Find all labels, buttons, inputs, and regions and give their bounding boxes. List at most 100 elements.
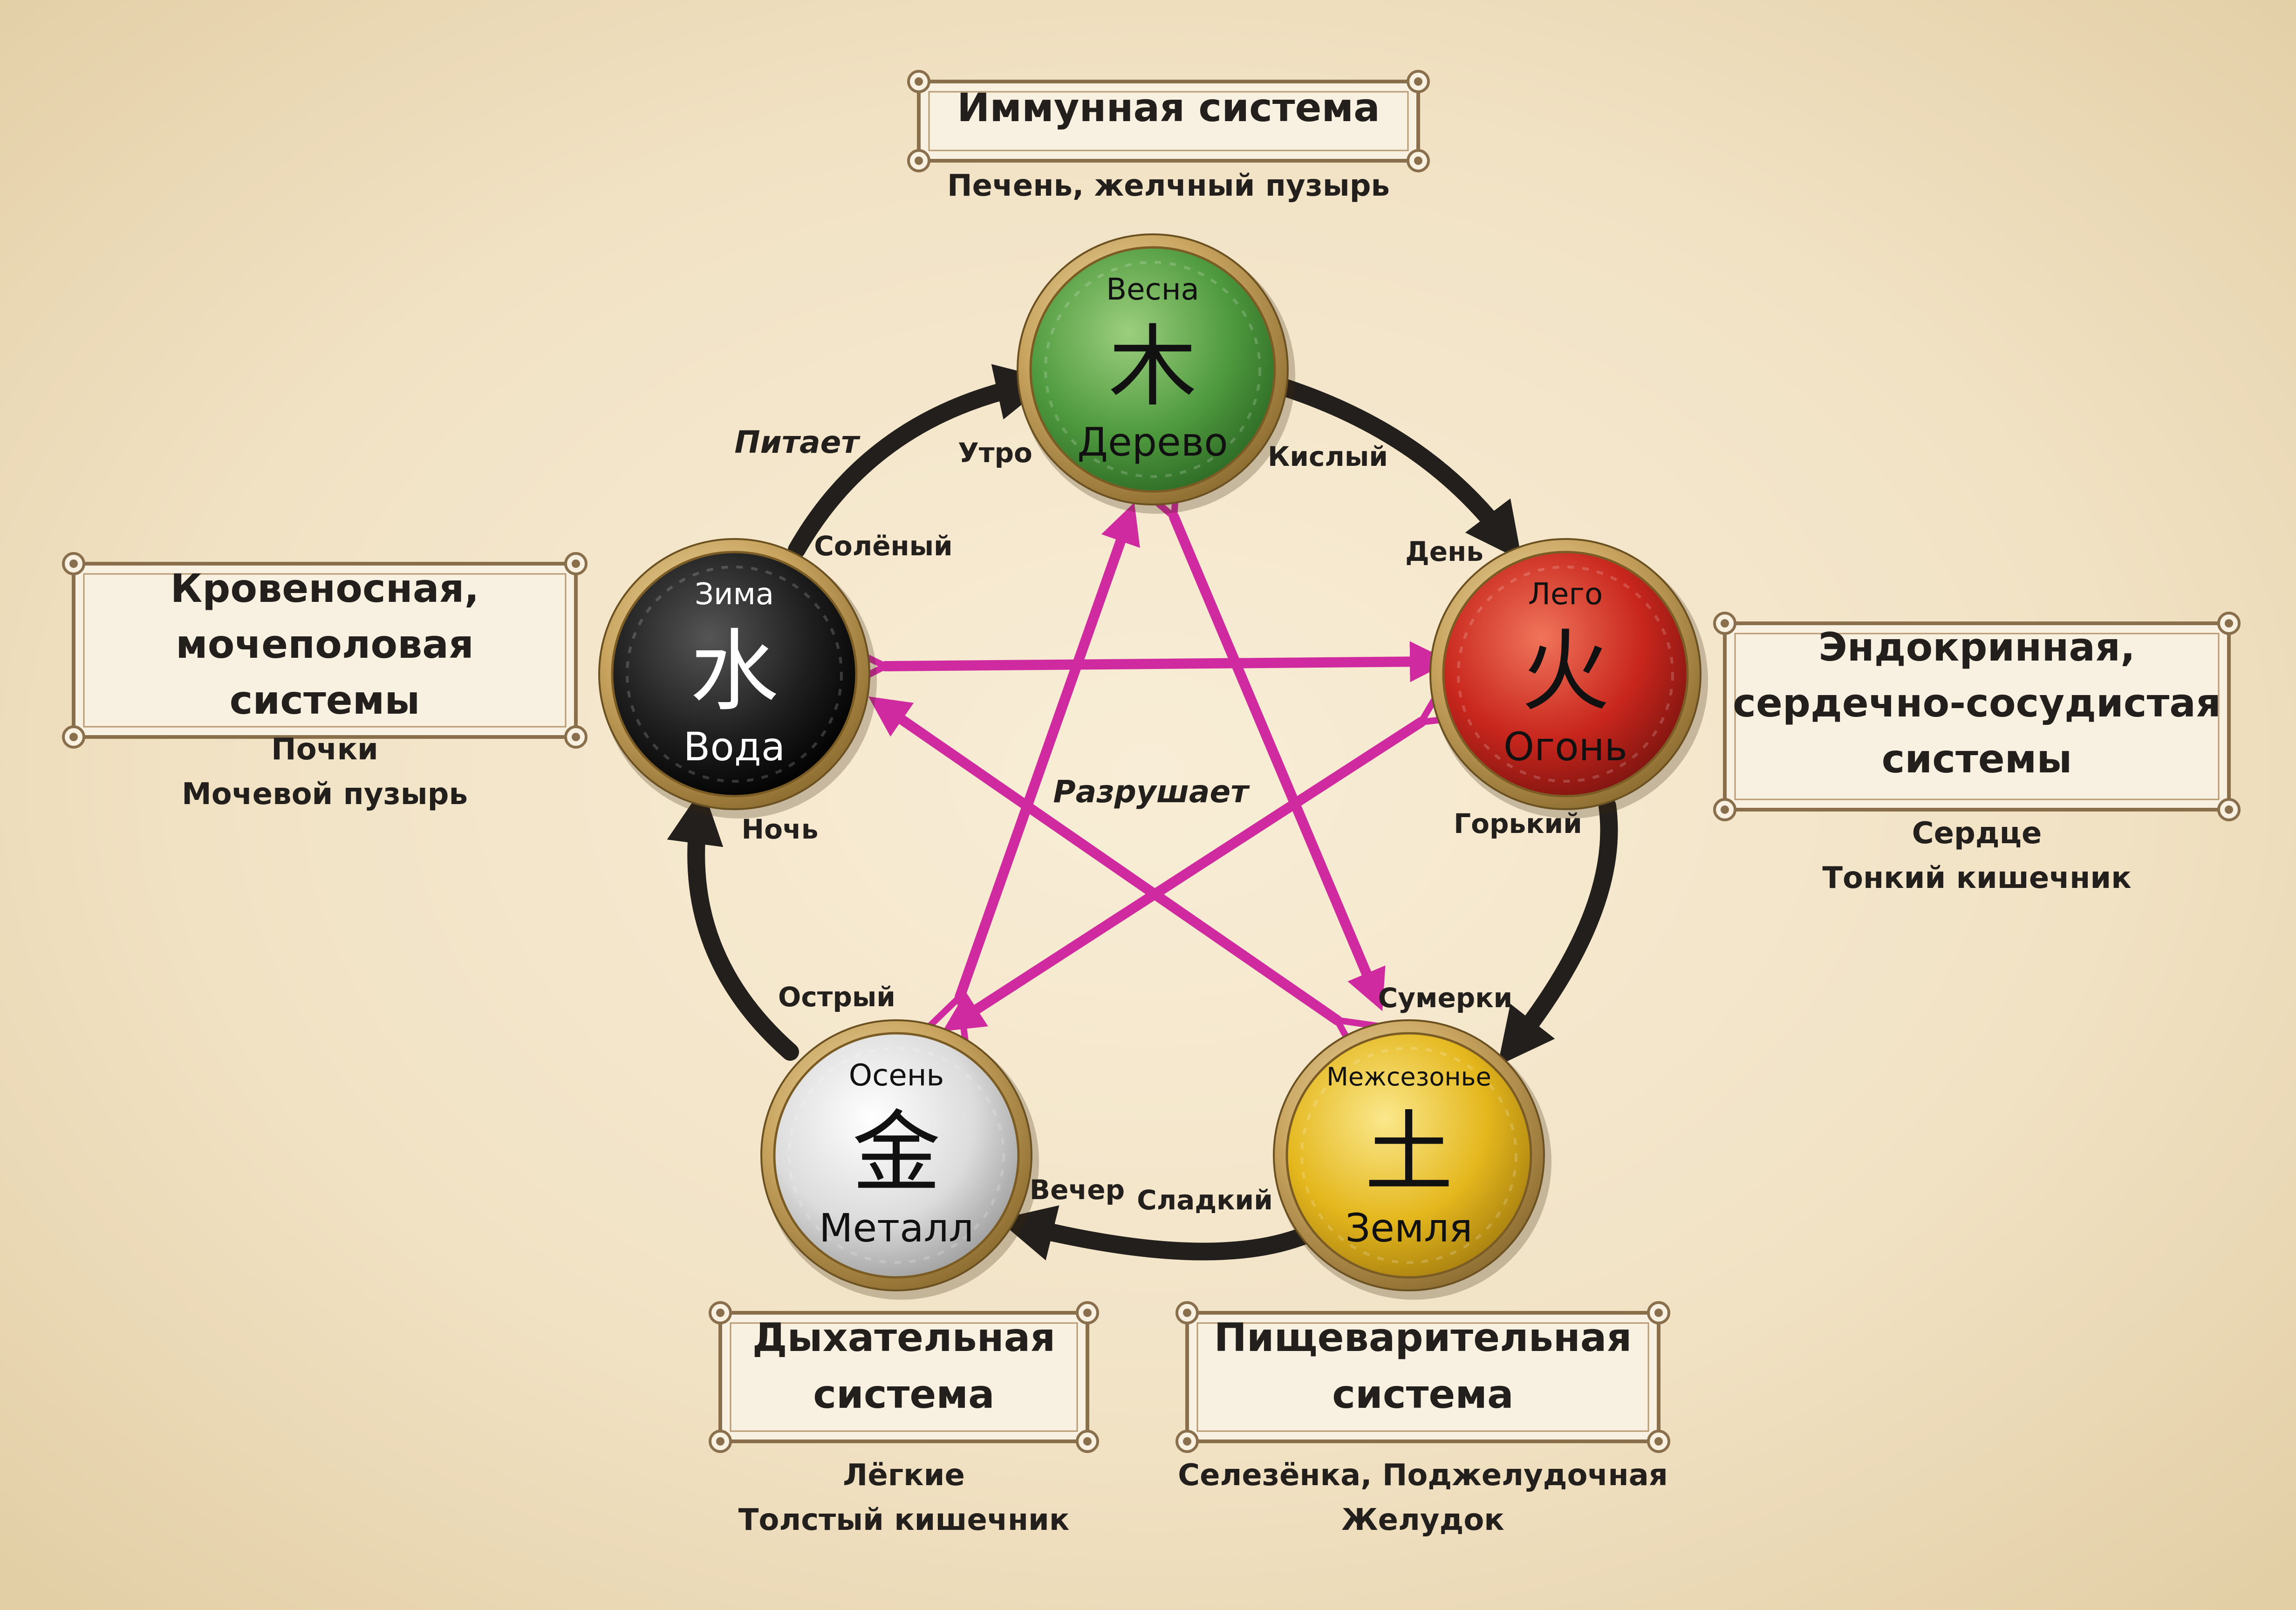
organs-line: Тонкий кишечник — [1822, 861, 2131, 895]
generating-arrow-metal-to-water — [667, 787, 799, 1061]
element-disc — [773, 1032, 1020, 1279]
system-title-line: системы — [230, 677, 420, 723]
ornament-dot-icon — [1721, 805, 1729, 814]
taste-label-water: Солёный — [814, 530, 952, 562]
ornament-ring-icon — [788, 1047, 1005, 1264]
ornament-ring-icon — [626, 566, 843, 783]
ornament-dot-icon — [2225, 619, 2233, 628]
system-box-inner-frame — [83, 573, 567, 728]
ornament-dot-icon — [69, 733, 78, 741]
element-hanzi: 木 — [1108, 315, 1197, 418]
system-box-frame — [917, 80, 1420, 163]
element-hanzi: 火 — [1521, 620, 1610, 723]
system-title-line: Кровеносная, — [171, 566, 479, 611]
generating-arrow-wood-to-fire — [1273, 378, 1522, 561]
ornament-ring-icon — [1044, 261, 1261, 478]
time-label-earth: Сумерки — [1378, 982, 1513, 1014]
ornament-dot-icon — [915, 77, 923, 86]
taste-label-fire: Горький — [1454, 808, 1582, 839]
destroying-cycle-label: Разрушает — [1053, 774, 1250, 810]
ornament-dot-icon — [1083, 1437, 1092, 1446]
taste-label-earth: Сладкий — [1137, 1184, 1273, 1216]
system-box-inner-frame — [928, 91, 1409, 151]
organs-line: Толстый кишечник — [738, 1503, 1070, 1537]
generating-arrow-water-to-wood — [788, 364, 1053, 559]
ornament-dot-icon — [1183, 1437, 1191, 1446]
generating-arrow-fire-to-earth — [1497, 797, 1618, 1066]
ornament-dot-icon — [1183, 1309, 1191, 1317]
ornament-dot-icon — [716, 1309, 724, 1317]
system-title-line: мочеполовая — [176, 621, 474, 667]
organs-line: Сердце — [1912, 816, 2042, 851]
generating-cycle-arrows — [667, 364, 1618, 1261]
element-season: Весна — [1106, 273, 1199, 307]
ornament-ring-icon — [1457, 566, 1674, 783]
system-title-line: Пищеварительная — [1214, 1315, 1632, 1360]
organs-line: Желудок — [1341, 1503, 1504, 1537]
organs-line: Почки — [271, 732, 378, 767]
destroying-arrow-fire-to-metal — [943, 717, 1426, 1031]
ornament-dot-icon — [1721, 619, 1729, 628]
ornament-dot-icon — [2225, 805, 2233, 814]
ornament-dot-icon — [572, 559, 580, 568]
system-box-frame — [1723, 621, 2231, 812]
ornament-dot-icon — [1083, 1309, 1092, 1317]
organs-line: Селезёнка, Поджелудочная — [1178, 1458, 1668, 1493]
taste-label-metal: Острый — [778, 981, 895, 1013]
element-disc — [1285, 1032, 1532, 1279]
organs-line: Лёгкие — [843, 1458, 965, 1493]
system-title-line: Эндокринная, — [1818, 624, 2135, 670]
system-box-frame — [1185, 1311, 1660, 1443]
ornament-dot-icon — [1654, 1309, 1663, 1317]
ornament-dot-icon — [572, 733, 580, 741]
system-box-fire: Эндокринная,сердечно-сосудистаясистемыСе… — [1713, 612, 2241, 895]
system-box-water: Кровеносная,мочеполоваясистемыПочкиМочев… — [62, 552, 588, 812]
element-disc — [1442, 551, 1689, 798]
organs-line: Печень, желчный пузырь — [947, 169, 1390, 203]
system-title-line: Иммунная система — [957, 85, 1380, 130]
time-label-wood: Утро — [958, 437, 1032, 469]
system-title-line: Дыхательная — [752, 1315, 1056, 1360]
element-hanzi: 土 — [1365, 1101, 1453, 1204]
system-title-line: сердечно-сосудистая — [1733, 680, 2221, 726]
taste-label-wood: Кислый — [1268, 441, 1388, 472]
system-box-inner-frame — [730, 1322, 1078, 1432]
element-name: Огонь — [1503, 724, 1627, 770]
time-label-water: Ночь — [742, 813, 819, 845]
generating-cycle-label: Питает — [734, 424, 861, 460]
time-label-metal: Вечер — [1030, 1174, 1125, 1206]
ornament-dot-icon — [69, 559, 78, 568]
ornament-dot-icon — [1654, 1437, 1663, 1446]
ornament-dot-icon — [716, 1437, 724, 1446]
element-name: Металл — [819, 1205, 974, 1251]
element-season: Зима — [695, 577, 774, 612]
ornament-dot-icon — [1414, 77, 1422, 86]
element-season: Лего — [1528, 577, 1603, 612]
destroying-arrow-wood-to-earth — [1169, 512, 1386, 1011]
element-disc — [611, 551, 858, 798]
time-label-fire: День — [1405, 536, 1483, 567]
destroying-arrow-earth-to-water — [868, 696, 1342, 1025]
system-box-inner-frame — [1734, 633, 2220, 800]
system-title-line: система — [813, 1371, 994, 1417]
system-box-frame — [718, 1311, 1089, 1443]
element-hanzi: 水 — [690, 620, 779, 723]
generating-arrow-earth-to-metal — [997, 1205, 1313, 1261]
ornament-dot-icon — [915, 157, 923, 165]
element-name: Дерево — [1077, 419, 1228, 465]
system-box-inner-frame — [1196, 1322, 1649, 1432]
destroying-arrow-metal-to-wood — [955, 502, 1140, 1002]
element-season: Осень — [849, 1058, 944, 1093]
ornament-ring-icon — [1300, 1047, 1517, 1264]
ornament-dot-icon — [1414, 157, 1422, 165]
